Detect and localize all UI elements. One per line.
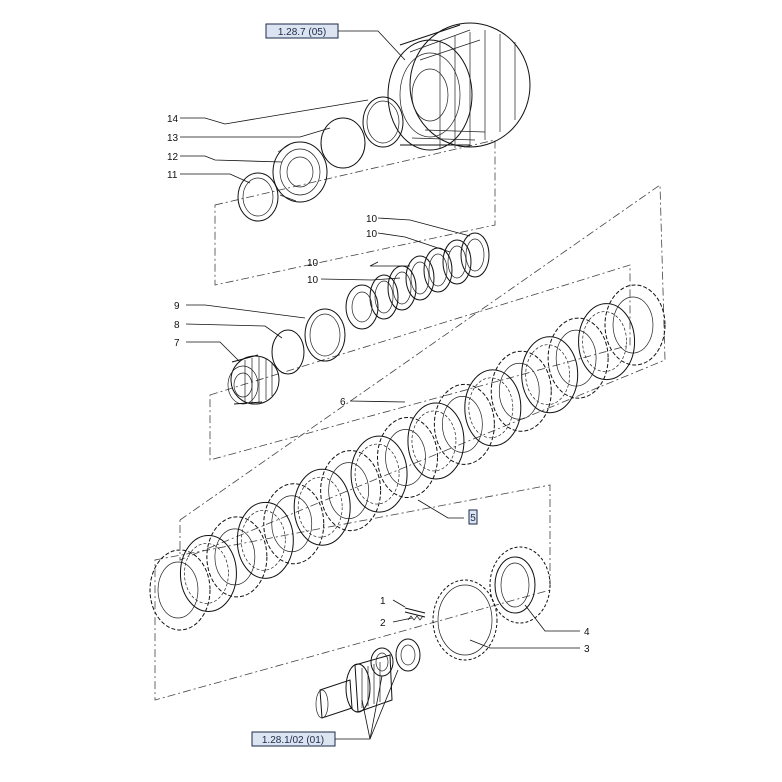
ring-9: [304, 308, 346, 362]
callout-labels: 14 13 12 11 10 10 10 10 9 8 7 6 5 1 2 4 …: [167, 114, 590, 655]
callout-12: 12: [167, 152, 179, 163]
friction-disc: [263, 483, 325, 565]
friction-disc: [149, 549, 211, 631]
friction-disc: [320, 450, 382, 532]
clutch-pack-outline: [179, 184, 666, 561]
friction-disc: [490, 350, 552, 432]
group-outlines: [154, 139, 666, 701]
snap-ring-14: [362, 96, 404, 148]
snap-ring-8: [271, 329, 305, 375]
friction-disc: [206, 516, 268, 598]
callout-5: 5: [470, 513, 476, 524]
callout-10c: 10: [307, 258, 319, 269]
ring-11: [237, 172, 279, 222]
rings-10: [345, 232, 490, 330]
steel-plate: [350, 435, 408, 513]
piston-12: [272, 141, 328, 203]
callout-5-highlight[interactable]: [468, 509, 478, 525]
callout-3: 3: [584, 644, 590, 655]
friction-disc: [433, 383, 495, 465]
steel-plate: [464, 369, 522, 447]
steel-plate: [236, 501, 294, 579]
upper-group-outline: [214, 139, 496, 286]
svg-text:1.28.1/02 (01): 1.28.1/02 (01): [262, 735, 324, 746]
leader-lines: [180, 30, 580, 740]
plate-3: [432, 579, 498, 661]
hub-7: [227, 354, 280, 405]
callout-10d: 10: [307, 275, 319, 286]
clutch-discs: [149, 284, 666, 631]
reference-top[interactable]: 1.28.7 (05): [265, 23, 339, 39]
callout-9: 9: [174, 301, 180, 312]
callout-1: 1: [380, 596, 386, 607]
o-ring-13: [320, 117, 366, 169]
callout-10b: 10: [366, 229, 378, 240]
plate-4: [489, 546, 551, 624]
callout-10a: 10: [366, 214, 378, 225]
pin-1-spring-2: [404, 607, 426, 621]
callout-7: 7: [174, 338, 180, 349]
callout-8: 8: [174, 320, 180, 331]
callout-6: 6: [340, 397, 346, 408]
lower-group-outline: [154, 484, 551, 701]
callout-14: 14: [167, 114, 179, 125]
callout-2: 2: [380, 618, 386, 629]
friction-disc: [604, 284, 666, 366]
reference-bottom[interactable]: 1.28.1/02 (01): [251, 731, 336, 747]
svg-text:1.28.7 (05): 1.28.7 (05): [278, 27, 326, 38]
callout-13: 13: [167, 133, 179, 144]
steel-plate: [578, 303, 636, 381]
output-shaft: [315, 638, 421, 719]
steel-plate: [521, 336, 579, 414]
friction-disc: [547, 317, 609, 399]
steel-plate: [407, 402, 465, 480]
steel-plate: [293, 468, 351, 546]
callout-4: 4: [584, 627, 590, 638]
middle-group-outline: [209, 264, 631, 461]
friction-disc: [377, 417, 438, 498]
clutch-drum: [387, 22, 531, 151]
steel-plate: [179, 534, 237, 612]
callout-11: 11: [167, 170, 178, 181]
